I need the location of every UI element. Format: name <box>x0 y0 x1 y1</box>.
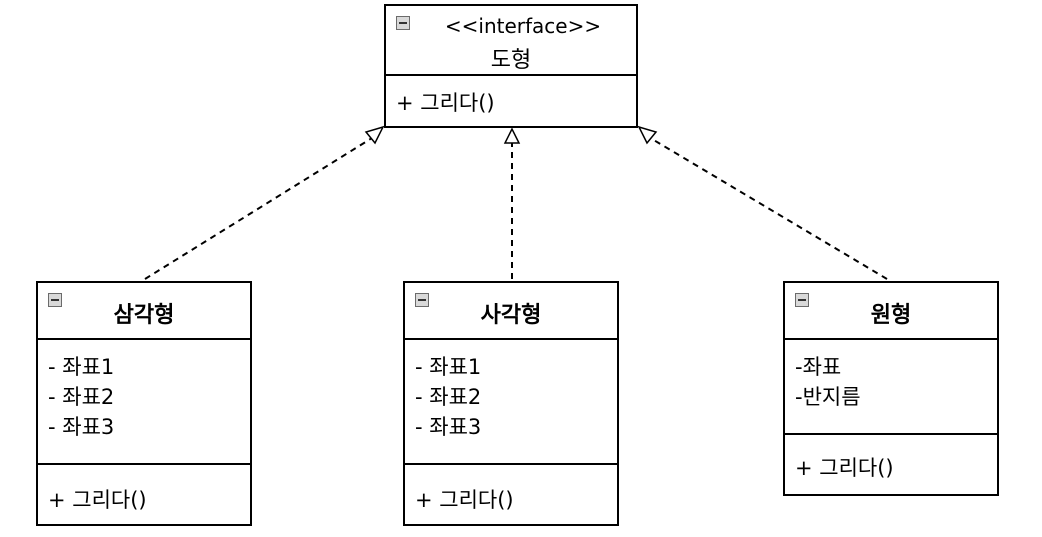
interface-stereotype: <<interface>> <box>444 14 602 38</box>
class-name: 사각형 <box>480 303 542 328</box>
realization-arrowhead-rectangle <box>503 127 521 144</box>
attribute-item: -반지름 <box>795 385 861 409</box>
attribute-item: - 좌표1 <box>415 355 482 379</box>
collapse-icon[interactable] <box>396 16 410 30</box>
class-header: 삼각형 <box>38 283 250 340</box>
collapse-icon[interactable] <box>795 293 809 307</box>
class-rectangle-box[interactable]: 사각형 - 좌표1 - 좌표2 - 좌표3 + 그리다() <box>403 281 619 526</box>
class-operations: + 그리다() <box>785 435 997 489</box>
class-header: 원형 <box>785 283 997 340</box>
class-name: 삼각형 <box>113 303 175 328</box>
interface-header: <<interface>> 도형 <box>386 6 636 76</box>
class-operations: + 그리다() <box>405 465 617 521</box>
realization-line-triangle[interactable] <box>144 137 373 280</box>
class-circle-box[interactable]: 원형 -좌표 -반지름 + 그리다() <box>783 281 999 496</box>
class-header: 사각형 <box>405 283 617 340</box>
interface-name: 도형 <box>490 48 532 73</box>
class-attributes: - 좌표1 - 좌표2 - 좌표3 <box>405 340 617 465</box>
class-triangle-box[interactable]: 삼각형 - 좌표1 - 좌표2 - 좌표3 + 그리다() <box>36 281 252 526</box>
attribute-item: - 좌표3 <box>48 415 115 439</box>
interface-operations: + 그리다() <box>386 76 636 124</box>
operation-item: + 그리다() <box>48 488 147 512</box>
attribute-item: - 좌표2 <box>415 385 482 409</box>
attribute-item: - 좌표3 <box>415 415 482 439</box>
operation-item: + 그리다() <box>795 456 894 480</box>
interface-shape-box[interactable]: <<interface>> 도형 + 그리다() <box>384 4 638 128</box>
class-operations: + 그리다() <box>38 465 250 521</box>
collapse-icon[interactable] <box>48 293 62 307</box>
realization-line-circle[interactable] <box>651 138 888 280</box>
attribute-item: - 좌표2 <box>48 385 115 409</box>
class-attributes: - 좌표1 - 좌표2 - 좌표3 <box>38 340 250 465</box>
realization-arrowhead-triangle <box>364 125 385 145</box>
operation-item: + 그리다() <box>415 488 514 512</box>
attribute-item: -좌표 <box>795 355 842 379</box>
operation-item: + 그리다() <box>396 91 495 115</box>
class-attributes: -좌표 -반지름 <box>785 340 997 435</box>
collapse-icon[interactable] <box>415 293 429 307</box>
attribute-item: - 좌표1 <box>48 355 115 379</box>
realization-arrowhead-circle <box>637 125 658 145</box>
class-name: 원형 <box>870 303 912 328</box>
